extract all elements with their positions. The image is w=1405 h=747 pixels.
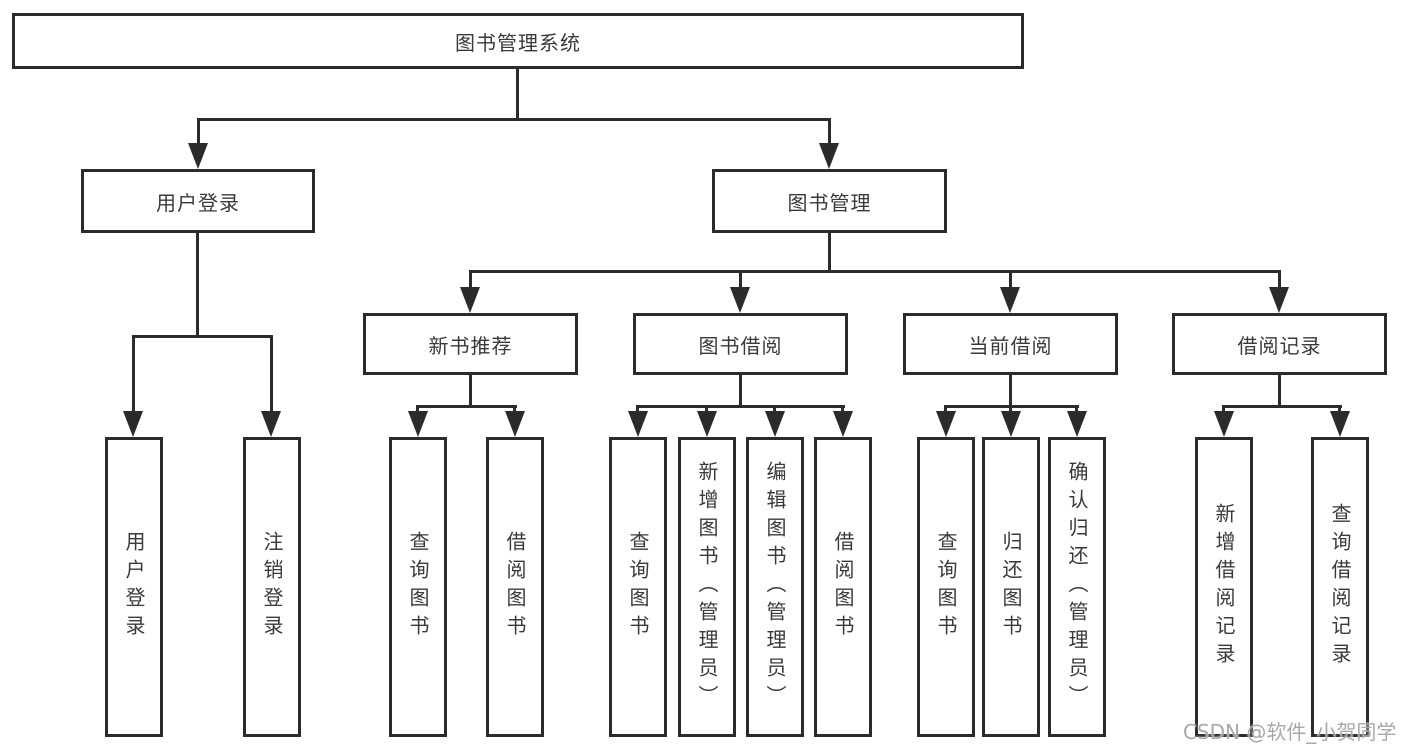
arrow-down-borrowing-add	[697, 411, 717, 437]
connector-drop-borrowing-add	[705, 405, 708, 413]
leaf-logout-label: 注销登录	[260, 531, 284, 643]
connector-level3-rail	[469, 270, 1281, 273]
leaf-user-login: 用户登录	[105, 437, 163, 737]
connector-records-rail	[1222, 405, 1342, 408]
node-book-management: 图书管理	[712, 169, 947, 233]
connector-drop-borrowing-query	[636, 405, 639, 413]
connector-book-management-stem	[828, 233, 831, 273]
arrow-down-logout-leaf	[261, 411, 281, 437]
leaf-borrow-add-book-admin-label: 新增图书（管理员）	[695, 461, 719, 713]
connector-drop-login-leaf	[132, 335, 135, 413]
node-current-borrowing: 当前借阅	[903, 313, 1118, 375]
leaf-records-query-record-label: 查询借阅记录	[1328, 503, 1352, 671]
node-borrowing-records-label: 借阅记录	[1237, 333, 1322, 358]
connector-drop-user-login	[197, 118, 200, 146]
connector-drop-records-query	[1338, 405, 1341, 413]
arrow-down-recommend-borrow	[505, 411, 525, 437]
connector-records-stem	[1278, 375, 1281, 407]
arrow-down-user-login	[188, 143, 208, 169]
node-current-borrowing-label: 当前借阅	[968, 333, 1053, 358]
leaf-borrow-add-book-admin: 新增图书（管理员）	[678, 437, 736, 737]
node-library-system: 图书管理系统	[12, 13, 1024, 69]
arrow-down-borrowing-borrow	[833, 411, 853, 437]
leaf-borrow-borrow-book: 借阅图书	[814, 437, 872, 737]
leaf-current-query-book-label: 查询图书	[934, 531, 958, 643]
connector-drop-borrow-records	[1278, 270, 1281, 290]
node-borrowing-records: 借阅记录	[1172, 313, 1387, 375]
node-book-borrowing: 图书借阅	[633, 313, 848, 375]
connector-drop-logout-leaf	[270, 335, 273, 413]
node-book-management-label: 图书管理	[787, 190, 872, 215]
node-new-book-recommend: 新书推荐	[363, 313, 578, 375]
connector-drop-records-add	[1222, 405, 1225, 413]
arrow-down-current-return	[1001, 411, 1021, 437]
leaf-current-confirm-return-admin-label: 确认归还（管理员）	[1065, 461, 1089, 713]
connector-root-stem	[516, 69, 519, 121]
leaf-recommend-borrow-book: 借阅图书	[486, 437, 544, 737]
leaf-current-query-book: 查询图书	[917, 437, 975, 737]
connector-drop-current-borrow	[1009, 270, 1012, 290]
connector-drop-recommend-borrow	[513, 405, 516, 413]
leaf-current-return-book: 归还图书	[982, 437, 1040, 737]
leaf-borrow-edit-book-admin: 编辑图书（管理员）	[746, 437, 804, 737]
leaf-records-add-record-label: 新增借阅记录	[1212, 503, 1236, 671]
arrow-down-borrowing-edit	[765, 411, 785, 437]
arrow-down-login-leaf	[123, 411, 143, 437]
connector-drop-book-borrow	[739, 270, 742, 290]
leaf-borrow-query-book: 查询图书	[609, 437, 667, 737]
arrow-down-current-query	[936, 411, 956, 437]
leaf-recommend-query-book: 查询图书	[389, 437, 447, 737]
leaf-borrow-borrow-book-label: 借阅图书	[831, 531, 855, 643]
connector-borrowing-stem	[739, 375, 742, 407]
node-new-book-recommend-label: 新书推荐	[428, 333, 513, 358]
leaf-records-add-record: 新增借阅记录	[1195, 437, 1253, 737]
arrow-down-borrowing-query	[628, 411, 648, 437]
arrow-down-book-management	[819, 143, 839, 169]
connector-current-stem	[1009, 375, 1012, 407]
connector-drop-borrowing-borrow	[841, 405, 844, 413]
arrow-down-book-borrow	[730, 287, 750, 313]
node-library-system-label: 图书管理系统	[455, 30, 581, 55]
node-book-borrowing-label: 图书借阅	[698, 333, 783, 358]
leaf-borrow-query-book-label: 查询图书	[626, 531, 650, 643]
arrow-down-recommend-query	[408, 411, 428, 437]
connector-user-login-stem	[196, 233, 199, 338]
csdn-watermark: CSDN @软件_小贺同学	[1183, 720, 1397, 744]
connector-recommend-stem	[469, 375, 472, 407]
connector-drop-current-confirm	[1075, 405, 1078, 413]
arrow-down-new-book	[460, 287, 480, 313]
arrow-down-current-borrow	[1000, 287, 1020, 313]
leaf-current-confirm-return-admin: 确认归还（管理员）	[1048, 437, 1106, 737]
connector-borrowing-rail	[636, 405, 845, 408]
arrow-down-borrow-records	[1269, 287, 1289, 313]
leaf-logout: 注销登录	[243, 437, 301, 737]
leaf-borrow-edit-book-admin-label: 编辑图书（管理员）	[763, 461, 787, 713]
connector-recommend-rail	[416, 405, 517, 408]
connector-drop-current-query	[944, 405, 947, 413]
connector-user-login-rail	[132, 335, 273, 338]
node-user-login-label: 用户登录	[156, 190, 240, 215]
leaf-user-login-label: 用户登录	[122, 531, 146, 643]
connector-drop-borrowing-edit	[773, 405, 776, 413]
connector-drop-new-book	[469, 270, 472, 290]
connector-level2-rail	[197, 118, 831, 121]
connector-drop-recommend-query	[416, 405, 419, 413]
node-user-login: 用户登录	[81, 169, 315, 233]
arrow-down-current-confirm	[1067, 411, 1087, 437]
connector-drop-book-management	[828, 118, 831, 146]
connector-drop-current-return	[1009, 405, 1012, 413]
leaf-records-query-record: 查询借阅记录	[1311, 437, 1369, 737]
leaf-recommend-borrow-book-label: 借阅图书	[503, 531, 527, 643]
arrow-down-records-query	[1330, 411, 1350, 437]
leaf-current-return-book-label: 归还图书	[999, 531, 1023, 643]
leaf-recommend-query-book-label: 查询图书	[406, 531, 430, 643]
arrow-down-records-add	[1214, 411, 1234, 437]
